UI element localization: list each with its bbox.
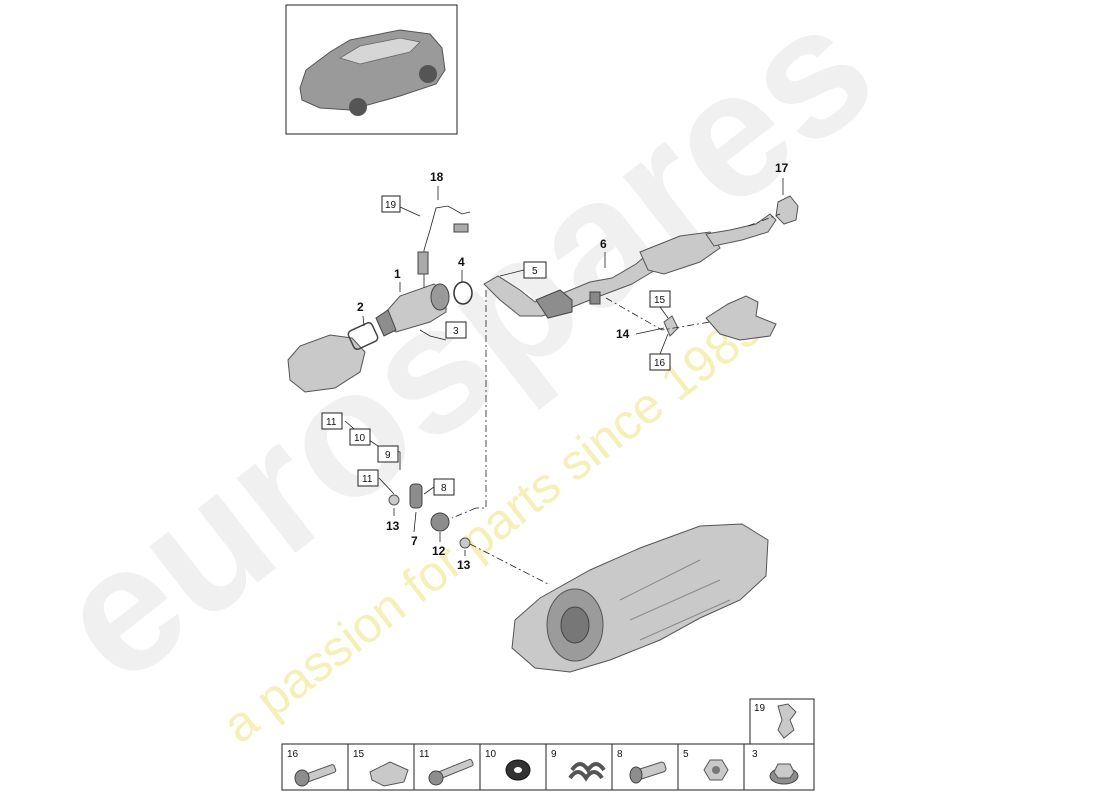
boxed-ref-8: 8	[433, 478, 455, 496]
parts-group	[287, 195, 799, 673]
rubber-mount-12	[430, 512, 450, 532]
flange-bolt-icon	[294, 764, 337, 787]
callout-14: 14	[616, 327, 630, 341]
callout-4: 4	[458, 255, 465, 269]
legend-ref-11: 11	[419, 749, 430, 760]
legend-cell-9: 9	[545, 743, 613, 791]
long-bolt-icon	[428, 758, 474, 786]
legend-cell-16: 16	[281, 743, 349, 791]
callout-2: 2	[357, 300, 364, 314]
spring-icon	[568, 762, 606, 782]
svg-text:15: 15	[654, 295, 666, 306]
svg-text:8: 8	[441, 483, 447, 494]
clip-nut-icon	[369, 761, 409, 787]
cable-clip-icon	[777, 703, 797, 739]
boxed-ref-19: 19	[381, 195, 401, 213]
boxed-ref-15: 15	[649, 290, 671, 308]
callout-18: 18	[430, 170, 444, 184]
legend-ref-16: 16	[287, 749, 299, 760]
callout-1: 1	[394, 267, 401, 281]
legend-ref-15: 15	[353, 749, 365, 760]
svg-text:19: 19	[385, 200, 397, 211]
catalytic-converter-1	[375, 283, 450, 337]
watermark: eurospares a passion for parts since 198…	[20, 0, 909, 754]
boxed-ref-11-a: 11	[321, 412, 343, 430]
legend-ref-19: 19	[754, 703, 766, 714]
legend-ref-5: 5	[683, 749, 689, 760]
boxed-ref-16: 16	[649, 353, 671, 371]
callout-17: 17	[775, 161, 789, 175]
callout-6: 6	[600, 237, 607, 251]
hanger-14	[663, 315, 679, 337]
front-exhaust-pipe-6	[483, 213, 777, 319]
gasket-2	[347, 322, 379, 350]
svg-text:11: 11	[362, 474, 373, 485]
tail-pipe-17	[775, 195, 799, 225]
svg-text:5: 5	[532, 266, 538, 277]
oxygen-sensor-18	[417, 205, 471, 288]
vehicle-thumbnail	[285, 4, 458, 135]
fastener-legend: 19 16 15 11 10	[281, 698, 815, 791]
nut-13-a	[388, 494, 400, 506]
svg-text:11: 11	[326, 417, 337, 428]
boxed-ref-3: 3	[445, 321, 467, 339]
callout-13-b: 13	[457, 558, 471, 572]
boxed-ref-10: 10	[349, 428, 371, 446]
legend-cell-15: 15	[347, 743, 415, 791]
gasket-4	[453, 281, 473, 305]
boxed-ref-9: 9	[377, 445, 399, 463]
legend-cell-8: 8	[611, 743, 679, 791]
legend-cell-3: 3	[743, 743, 815, 791]
boxed-ref-5: 5	[523, 261, 547, 279]
boxed-refs: 19 5 3 15 16 11 10 9	[321, 195, 671, 496]
legend-ref-3: 3	[752, 749, 758, 760]
svg-text:9: 9	[385, 450, 391, 461]
callout-13-a: 13	[386, 519, 400, 533]
flange-nut-icon	[769, 763, 799, 785]
legend-cell-11: 11	[413, 743, 481, 791]
legend-cell-5: 5	[677, 743, 745, 791]
legend-cell-19: 19	[749, 698, 815, 745]
stud-bolt-icon	[629, 761, 667, 784]
callout-7: 7	[411, 534, 418, 548]
heat-shield-bracket	[705, 295, 777, 341]
svg-text:10: 10	[354, 433, 366, 444]
callouts: 1 2 4 6 7 12 13 13 14 17 18	[357, 161, 789, 572]
svg-text:16: 16	[654, 358, 666, 369]
legend-ref-10: 10	[485, 749, 497, 760]
legend-cell-10: 10	[479, 743, 547, 791]
legend-ref-8: 8	[617, 749, 623, 760]
turbo-manifold	[287, 334, 366, 393]
boxed-ref-11-b: 11	[357, 469, 379, 487]
callout-12: 12	[432, 544, 446, 558]
mount-bracket-7	[409, 483, 423, 509]
washer-icon	[505, 759, 531, 781]
hex-nut-icon	[703, 759, 729, 781]
legend-ref-9: 9	[551, 749, 557, 760]
nut-13-b	[459, 537, 471, 549]
svg-text:3: 3	[453, 326, 459, 337]
watermark-brand: eurospares	[20, 0, 909, 721]
transmission-unit	[511, 523, 769, 673]
